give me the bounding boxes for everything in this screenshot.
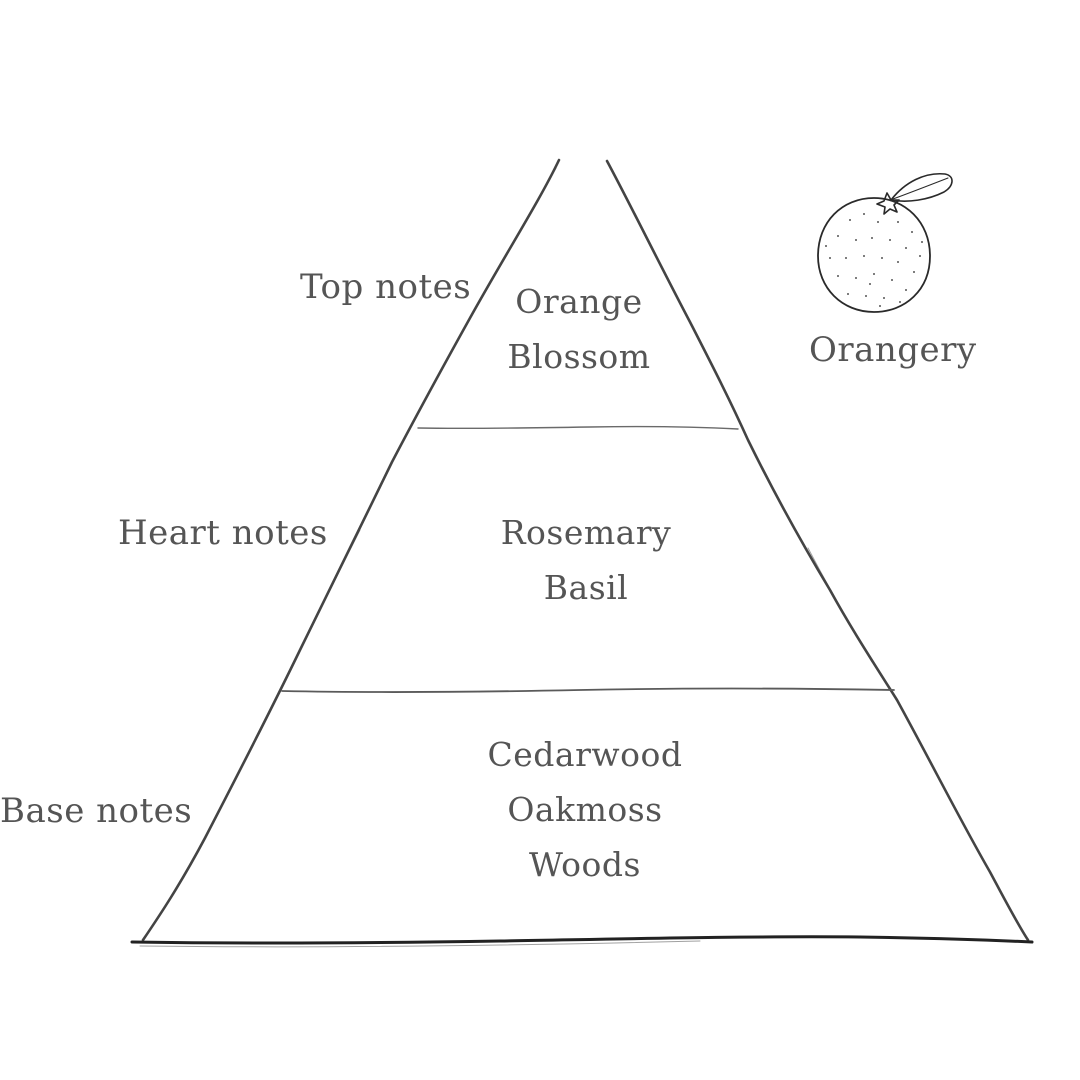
tier-label-heart: Heart notes [118,513,328,553]
orange-leaf-vein [892,177,949,200]
tier-label-base: Base notes [0,791,193,831]
pyramid-base-line [130,935,1034,945]
base-note-item: Cedarwood [487,735,683,774]
pyramid-outline [130,158,1034,948]
base-notes-list: Cedarwood Oakmoss Woods [455,727,715,892]
divider-top-heart [417,425,739,430]
top-note-item: Orange [515,282,643,321]
tier-label-top: Top notes [300,267,472,307]
orange-leaf [890,172,953,202]
base-note-item: Oakmoss [507,790,663,829]
brand-name: Orangery [809,330,977,370]
orange-fruit-icon [817,172,953,313]
base-note-item: Woods [529,845,641,884]
divider-heart-base [281,687,895,693]
orange-body [817,197,931,313]
heart-notes-list: Rosemary Basil [456,505,716,615]
orange-peel-dots [825,213,923,307]
heart-note-item: Rosemary [500,513,672,552]
top-note-item: Blossom [507,337,651,376]
heart-note-item: Basil [543,568,629,607]
pyramid-left-edge [141,158,561,942]
orange-calyx [876,192,900,215]
top-notes-list: Orange Blossom [449,274,709,384]
